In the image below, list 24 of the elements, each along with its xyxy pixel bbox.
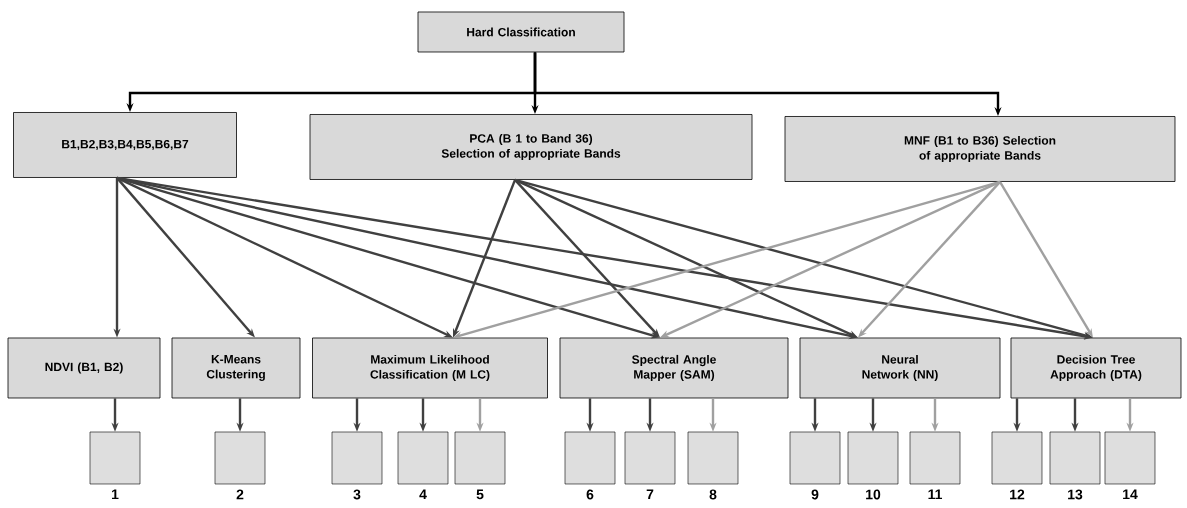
number-label: 2 [236, 489, 244, 500]
process-box: Neural Network (NN) [799, 337, 1001, 399]
number-label: 3 [353, 489, 361, 500]
number-label: 7 [646, 489, 654, 500]
number-label: 14 [1123, 489, 1138, 500]
process-box: MNF (B1 to B36) Selection of appropriate Bands [784, 116, 1176, 182]
number-label: 8 [709, 489, 717, 500]
number-label: 6 [586, 489, 594, 500]
process-box: B1,B2,B3,B4,B5,B6,B7 [13, 112, 237, 178]
number-label: 5 [476, 489, 484, 500]
process-box: Hard Classification [417, 11, 625, 53]
process-box: Decision Tree Approach (DTA) [1010, 337, 1182, 399]
process-box: Spectral Angle Mapper (SAM) [559, 337, 789, 399]
number-label: 4 [419, 489, 427, 500]
number-label: 13 [1068, 489, 1083, 500]
number-label: 12 [1010, 489, 1025, 500]
process-box: PCA (B 1 to Band 36) Selection of appropriate Bands [309, 114, 753, 180]
number-label: 10 [866, 489, 881, 500]
number-label: 9 [811, 489, 819, 500]
number-label: 11 [928, 489, 942, 500]
process-box: NDVI (B1, B2) [7, 337, 161, 399]
process-box: K-Means Clustering [171, 337, 301, 399]
number-label: 1 [112, 489, 119, 500]
process-box: Maximum Likelihood Classification (M LC) [312, 337, 548, 399]
